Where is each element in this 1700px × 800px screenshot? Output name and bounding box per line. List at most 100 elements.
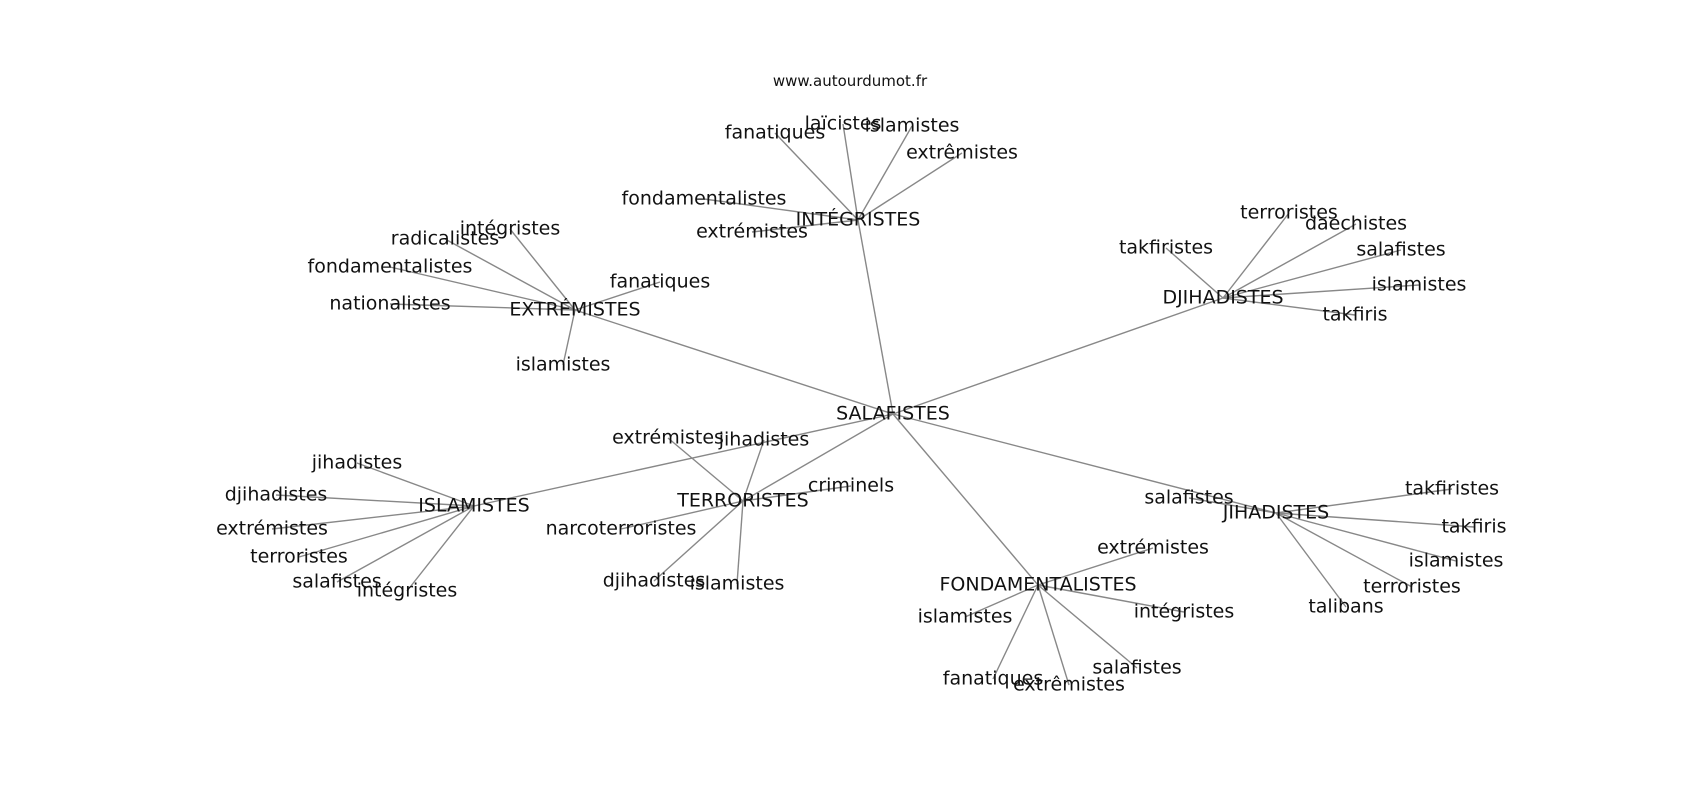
edge <box>742 413 894 502</box>
leaf-word[interactable]: salafistes <box>1144 487 1233 509</box>
leaf-word[interactable]: takfiristes <box>1119 237 1213 259</box>
leaf-word[interactable]: islamistes <box>1409 550 1504 572</box>
leaf-word[interactable]: takfiris <box>1322 304 1387 326</box>
leaf-word[interactable]: terroristes <box>250 546 348 568</box>
leaf-word[interactable]: fanatiques <box>610 271 710 293</box>
leaf-word[interactable]: extrêmistes <box>1013 674 1125 696</box>
edge <box>857 219 894 415</box>
leaf-word[interactable]: fanatiques <box>725 122 825 144</box>
edge <box>892 413 1039 586</box>
leaf-word[interactable]: nationalistes <box>329 293 450 315</box>
center-word[interactable]: SALAFISTES <box>836 403 950 425</box>
edge <box>1222 249 1402 299</box>
edge <box>1037 584 1070 686</box>
edge <box>1275 512 1475 528</box>
leaf-word[interactable]: djihadistes <box>603 570 706 592</box>
edge <box>857 152 963 221</box>
edge <box>574 309 894 415</box>
cluster-word[interactable]: FONDAMENTALISTES <box>939 574 1136 596</box>
leaf-word[interactable]: djihadistes <box>225 484 328 506</box>
leaf-word[interactable]: terroristes <box>1240 202 1338 224</box>
edge <box>298 505 475 558</box>
edge <box>1165 247 1224 299</box>
edge <box>653 500 744 582</box>
edge <box>1222 223 1357 299</box>
cluster-word[interactable]: TERRORISTES <box>676 490 809 512</box>
edge <box>892 413 1277 514</box>
leaf-word[interactable]: extrémistes <box>216 518 328 540</box>
edge <box>992 584 1039 680</box>
edge <box>1037 547 1154 586</box>
edge <box>742 485 852 502</box>
leaf-word[interactable]: intégristes <box>357 580 458 602</box>
leaf-word[interactable]: salafistes <box>292 571 381 593</box>
edge <box>389 266 576 311</box>
edge <box>509 228 576 311</box>
edge <box>389 303 576 311</box>
edge <box>736 500 744 585</box>
leaf-word[interactable]: islamistes <box>865 115 960 137</box>
leaf-word[interactable]: jihadistes <box>718 429 810 451</box>
leaf-word[interactable]: islamistes <box>1372 274 1467 296</box>
leaf-word[interactable]: talibans <box>1308 596 1383 618</box>
edge <box>271 505 475 530</box>
leaf-word[interactable]: laïcistes <box>805 113 882 135</box>
leaf-word[interactable]: jihadistes <box>311 452 403 474</box>
leaf-word[interactable]: criminels <box>808 475 894 497</box>
leaf-word[interactable]: takfiris <box>1441 516 1506 538</box>
leaf-word[interactable]: extrêmistes <box>906 142 1018 164</box>
leaf-word[interactable]: salafistes <box>1092 657 1181 679</box>
leaf-word[interactable]: islamistes <box>690 573 785 595</box>
edge <box>1222 297 1356 316</box>
edge <box>1037 584 1138 669</box>
edge <box>444 238 576 311</box>
cluster-word[interactable]: EXTRÉMISTES <box>509 298 640 321</box>
leaf-word[interactable]: radicalistes <box>391 228 499 250</box>
edge <box>751 219 859 233</box>
watermark: www.autourdumot.fr <box>772 72 928 90</box>
edge <box>1222 212 1290 299</box>
edge <box>1188 497 1277 514</box>
edge <box>356 462 475 507</box>
leaf-word[interactable]: intégristes <box>1134 601 1235 623</box>
leaf-word[interactable]: intégristes <box>460 218 561 240</box>
edge <box>473 413 894 507</box>
edge <box>857 125 913 221</box>
edge <box>964 584 1039 618</box>
leaf-word[interactable]: extrémistes <box>612 427 724 449</box>
leaf-word[interactable]: fondamentalistes <box>308 256 473 278</box>
cluster-word[interactable]: INTÉGRISTES <box>796 208 921 231</box>
leaf-word[interactable]: narcoterroristes <box>546 518 697 540</box>
leaf-word[interactable]: fondamentalistes <box>622 188 787 210</box>
edge <box>892 297 1224 415</box>
edge <box>562 309 576 366</box>
edge <box>842 123 859 221</box>
edge <box>1037 584 1185 613</box>
edge <box>1222 284 1420 299</box>
edge <box>1275 512 1413 588</box>
edge <box>620 500 744 530</box>
edge <box>336 505 475 583</box>
leaf-word[interactable]: islamistes <box>918 606 1013 628</box>
cluster-word[interactable]: DJIHADISTES <box>1162 287 1283 309</box>
edge <box>703 198 859 221</box>
leaf-word[interactable]: islamistes <box>516 354 611 376</box>
edge <box>406 505 475 592</box>
edge <box>1275 512 1347 608</box>
edge <box>574 281 661 311</box>
leaf-word[interactable]: fanatiques <box>943 668 1043 690</box>
cluster-word[interactable]: JIHADISTES <box>1222 502 1329 524</box>
leaf-word[interactable]: takfiristes <box>1405 478 1499 500</box>
leaf-word[interactable]: extrémistes <box>1097 537 1209 559</box>
edge <box>275 494 475 507</box>
leaf-word[interactable]: terroristes <box>1363 576 1461 598</box>
edge <box>774 132 859 221</box>
cluster-word[interactable]: ISLAMISTES <box>418 495 529 517</box>
leaf-word[interactable]: extrémistes <box>696 221 808 243</box>
edge <box>1275 488 1453 514</box>
edge <box>667 437 744 502</box>
leaf-word[interactable]: daechistes <box>1305 213 1407 235</box>
edge <box>1275 512 1457 562</box>
leaf-word[interactable]: salafistes <box>1356 239 1445 261</box>
